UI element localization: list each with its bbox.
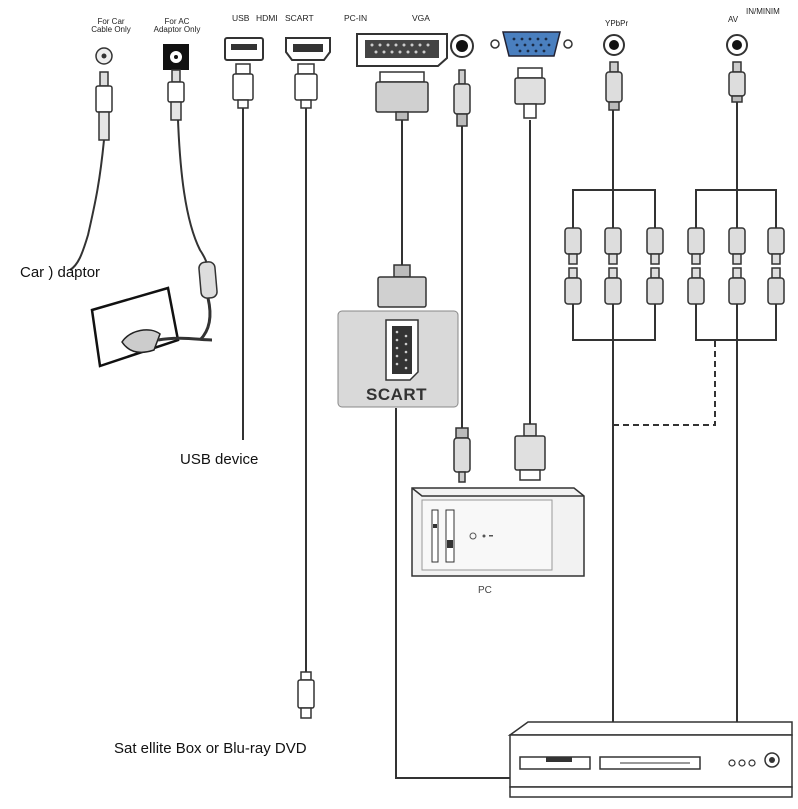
usb-plug-icon: [232, 63, 254, 109]
pc-audio-port-icon: [450, 34, 474, 58]
label-usb-device: USB device: [180, 451, 259, 468]
wall-outlet-icon: [90, 286, 213, 368]
hdmi-plug-icon: [294, 63, 318, 109]
ypbpr-port-icon: [603, 34, 625, 56]
label-pc: PC: [478, 585, 492, 596]
label-pc-in: PC-IN: [344, 13, 368, 23]
rca-plugs: [564, 227, 785, 305]
label-av: AV: [728, 15, 739, 24]
ac-cable: [177, 119, 210, 286]
label-hdmi: HDMI: [256, 13, 278, 23]
scart-socket-icon: [385, 319, 419, 381]
label-car-adaptor: Car ) daptor: [20, 264, 101, 281]
car-cable: [69, 139, 105, 271]
pc-audio-lower-plug-icon: [453, 427, 471, 483]
vga-plug-icon: [514, 67, 546, 119]
label-scart-port: SCART: [285, 13, 314, 23]
hdmi-port-icon: [285, 37, 331, 61]
ac-plug-icon: [167, 69, 185, 121]
av-port-icon: [726, 34, 748, 56]
scart-to-box-cable: [395, 408, 510, 779]
label-scart-box: SCART: [366, 385, 428, 404]
av-plug-icon: [728, 61, 746, 103]
scart-box-plug-icon: [377, 264, 427, 308]
ac-adapter-icon: [198, 261, 218, 342]
label-satellite-box: Sat ellite Box or Blu-ray DVD: [114, 740, 307, 757]
label-ypbpr: YPbPr: [605, 19, 629, 28]
label-vga: VGA: [412, 13, 430, 23]
car-port-icon: [95, 47, 113, 65]
satellite-box-icon: [507, 721, 793, 798]
vga-lower-plug-icon: [514, 423, 546, 481]
label-usb: USB: [232, 13, 250, 23]
scart-port-icon: [356, 33, 448, 67]
label-car-cable-only: For Car Cable Only: [91, 17, 131, 35]
pc-tower-icon: [411, 487, 585, 577]
label-ac-adaptor-only: For AC Adaptor Only: [153, 17, 201, 35]
ac-port-icon: [163, 44, 189, 70]
ypbpr-plug-icon: [605, 61, 623, 111]
label-minav: IN/MINIM: [746, 7, 780, 16]
hdmi-lower-plug-icon: [297, 671, 315, 719]
scart-plug-icon: [375, 71, 429, 121]
vga-port-icon: [490, 31, 573, 57]
car-plug-icon: [95, 71, 113, 141]
dashed-link: [613, 340, 716, 426]
pc-audio-plug-icon: [453, 69, 471, 127]
usb-port-icon: [224, 37, 264, 61]
